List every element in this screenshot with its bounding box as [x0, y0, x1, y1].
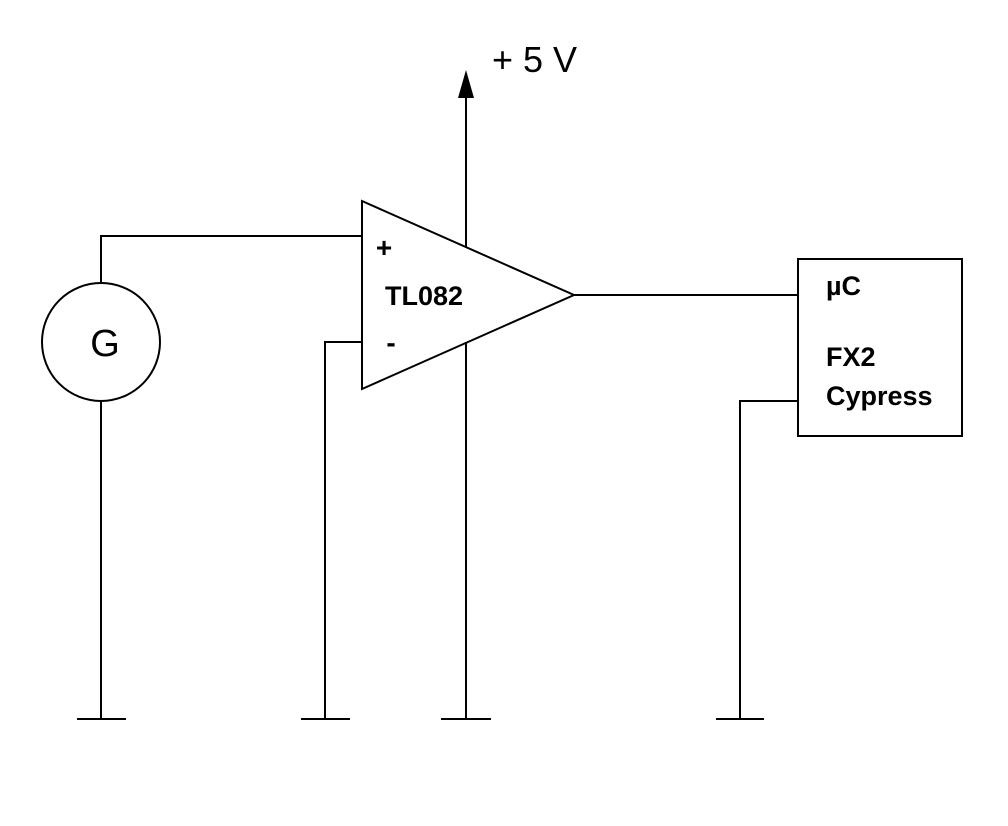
opamp-minus-label: -	[386, 327, 395, 358]
microcontroller-label-uc: µC	[826, 271, 861, 301]
microcontroller-label-cypress: Cypress	[826, 381, 933, 411]
opamp-plus-label: +	[376, 232, 392, 263]
opamp-name-label: TL082	[385, 281, 463, 311]
wire-microcontroller-to-ground	[739, 400, 798, 719]
generator-label: G	[90, 323, 120, 365]
wire-minus-input-to-ground	[324, 341, 362, 719]
signal-generator: G	[41, 282, 161, 402]
microcontroller-block: µC FX2 Cypress	[797, 258, 963, 437]
wire-generator-to-plus-input	[100, 235, 362, 283]
opamp-triangle	[361, 199, 577, 391]
supply-voltage-label: + 5 V	[492, 39, 577, 80]
microcontroller-label-fx2: FX2	[826, 342, 876, 372]
microcontroller-box	[797, 258, 963, 437]
opamp: + - TL082	[361, 199, 577, 391]
supply-arrow-icon	[458, 70, 474, 98]
